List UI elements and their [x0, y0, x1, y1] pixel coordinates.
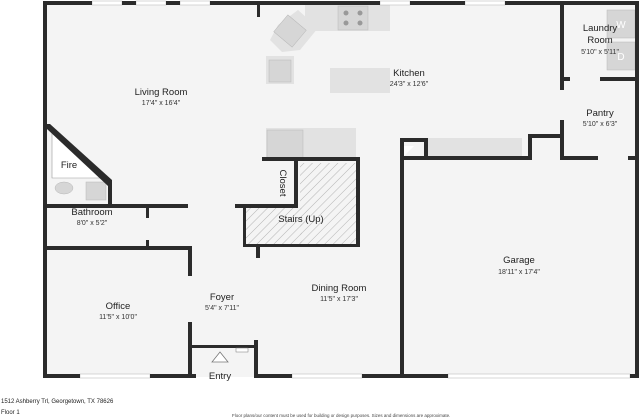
room-name-pantry: Pantry: [586, 108, 614, 119]
room-name-fire: Fire: [61, 160, 77, 171]
kitchen-fixtures: [266, 3, 522, 159]
room-name-laundry-2: Room: [587, 35, 612, 46]
dishwasher-icon: [268, 59, 292, 83]
entry-arrow-icon: [211, 351, 229, 363]
room-name-dining: Dining Room: [312, 283, 367, 294]
washer-label: W: [616, 20, 626, 31]
room-dim-living: 17'4" x 16'4": [142, 100, 181, 107]
property-address: 1512 Ashberry Trl, Georgetown, TX 78626: [1, 399, 114, 405]
room-name-kitchen: Kitchen: [393, 68, 425, 79]
kitchen-island: [330, 68, 390, 93]
room-name-entry: Entry: [209, 371, 231, 382]
walls: [43, 1, 639, 378]
room-dim-office: 11'5" x 10'0": [99, 314, 137, 321]
sink-icon: [273, 14, 307, 48]
room-dim-bathroom: 8'0" x 5'2": [77, 220, 108, 227]
room-name-closet: Closet: [277, 170, 288, 197]
room-name-foyer: Foyer: [210, 292, 234, 303]
room-dim-garage: 18'11" x 17'4": [498, 269, 540, 276]
room-name-bathroom: Bathroom: [71, 207, 112, 218]
room-name-laundry-1: Laundry: [583, 23, 618, 34]
stove-icon: [337, 5, 369, 31]
room-name-office: Office: [106, 301, 131, 312]
kitchen-counter-right: [428, 138, 522, 158]
room-name-garage: Garage: [503, 255, 535, 266]
stairs-hatch-lower: [246, 208, 302, 245]
floor-label: Floor 1: [1, 410, 20, 416]
room-dim-pantry: 5'10" x 6'3": [583, 121, 618, 128]
room-name-living: Living Room: [135, 87, 188, 98]
stairs-hatch: [300, 163, 356, 245]
room-name-stairs: Stairs (Up): [278, 214, 323, 225]
toilet-icon: [54, 181, 74, 195]
room-dim-dining: 11'5" x 17'3": [320, 296, 358, 303]
door-icon: [235, 347, 249, 353]
room-dim-laundry: 5'10" x 5'11": [581, 49, 619, 56]
bathroom-sink-icon: [85, 181, 107, 201]
disclaimer: Floor plans/our content must be used for…: [232, 413, 451, 418]
washer-icon: [606, 9, 636, 39]
room-dim-foyer: 5'4" x 7'11": [205, 305, 239, 312]
dryer-label: D: [617, 52, 624, 63]
refrigerator-icon: [266, 129, 304, 159]
room-dim-kitchen: 24'3" x 12'6": [390, 81, 429, 88]
